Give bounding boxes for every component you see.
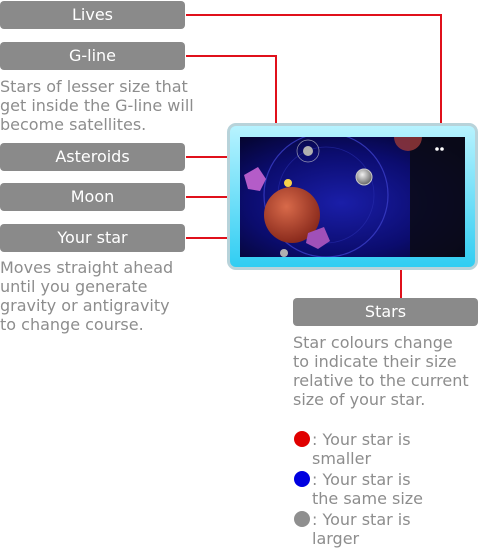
gline-label: G-line — [0, 42, 185, 70]
game-screen — [240, 137, 465, 257]
your-star-description: Moves straight ahead until you generate … — [0, 258, 174, 334]
game-scene — [240, 137, 465, 257]
your-star — [355, 168, 373, 186]
lives-indicator-2 — [440, 147, 444, 151]
stars-description: Star colours change to indicate their si… — [293, 333, 469, 409]
stars-label: Stars — [293, 298, 478, 326]
asteroid-2 — [306, 227, 330, 249]
legend-red-dot — [294, 431, 310, 447]
lives-label: Lives — [0, 1, 185, 29]
lives-leader-line — [186, 14, 442, 145]
star-gray — [303, 146, 313, 156]
legend-red-text: : Your star is smaller — [312, 430, 411, 468]
planet — [264, 187, 320, 243]
asteroid-1 — [244, 167, 266, 191]
legend-gray-dot — [294, 511, 310, 527]
your-star-label: Your star — [0, 224, 185, 252]
legend-blue-text: : Your star is the same size — [312, 470, 424, 508]
lives-indicator-1 — [435, 147, 439, 151]
moon-star — [284, 179, 292, 187]
legend-blue-dot — [294, 471, 310, 487]
gline-description: Stars of lesser size that get inside the… — [0, 77, 194, 134]
moon-label: Moon — [0, 183, 185, 211]
asteroids-label: Asteroids — [0, 143, 185, 171]
legend-gray-text: : Your star is larger — [312, 510, 411, 548]
